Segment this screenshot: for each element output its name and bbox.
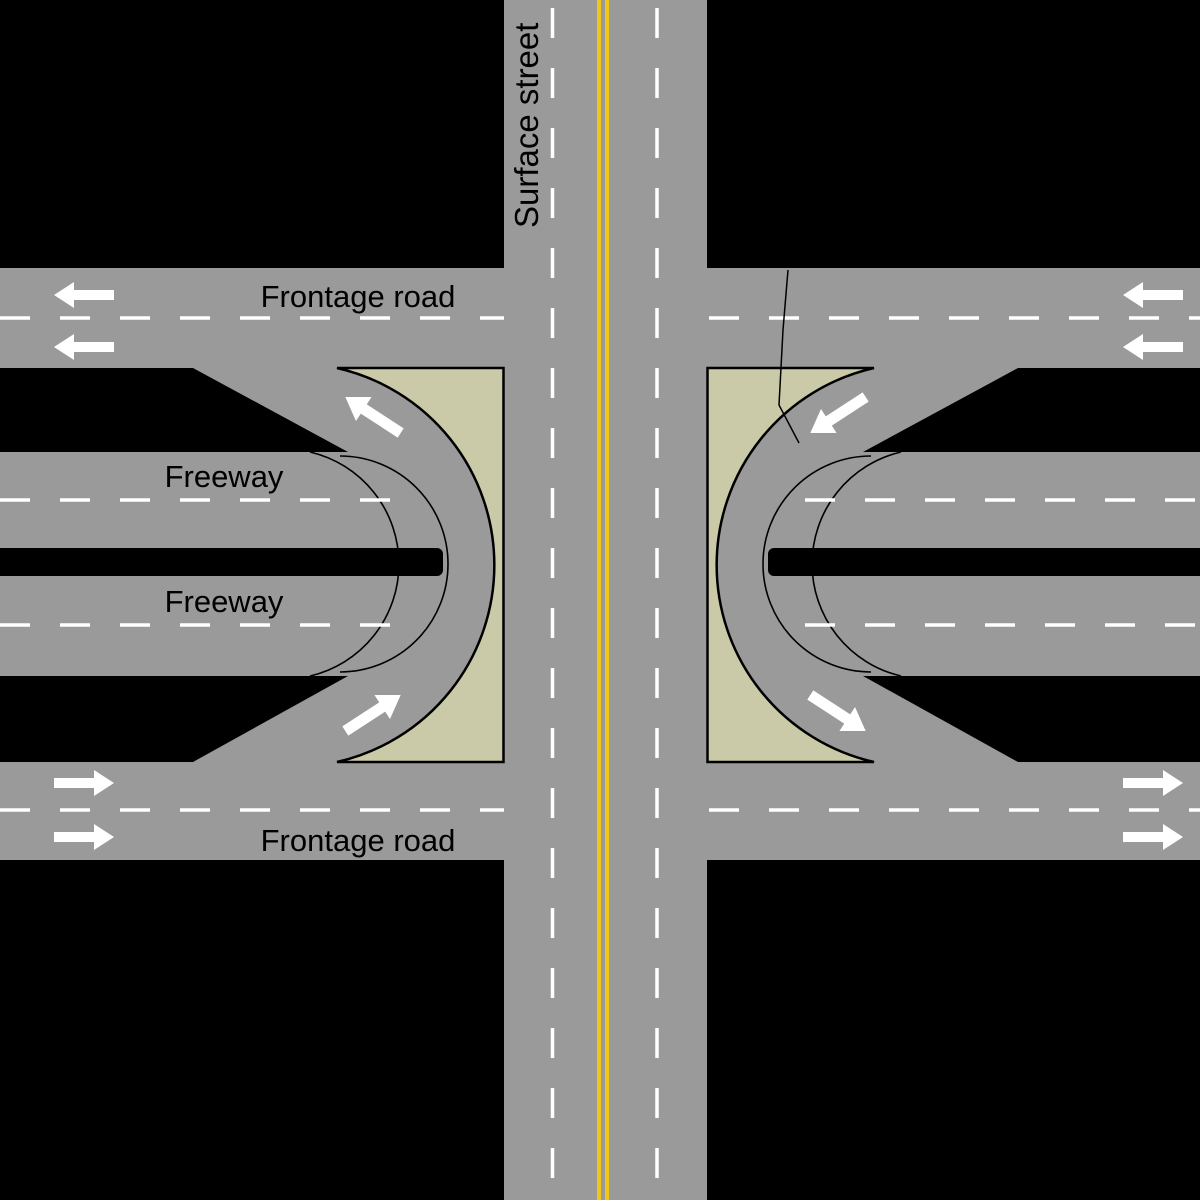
surface-street-label: Surface street	[508, 23, 545, 228]
gore-areas	[336, 366, 875, 764]
labels: Frontage road Frontage road Freeway Free…	[165, 23, 545, 858]
separators	[0, 368, 1200, 762]
freeway-top-label: Freeway	[165, 459, 284, 494]
gore-area-left	[336, 366, 505, 764]
freeway-stub-edge-left	[339, 455, 449, 673]
frontage-road-bottom-label: Frontage road	[261, 823, 456, 858]
median-right	[768, 548, 1200, 576]
median-left	[0, 548, 443, 576]
freeway-stub-edge-right	[762, 455, 872, 673]
separator-top-right	[863, 368, 1200, 452]
separator-bottom-right	[863, 676, 1200, 762]
annotation-leader-line	[778, 269, 800, 444]
separator-bottom-left	[0, 676, 348, 762]
ramp-edge-lines	[309, 451, 902, 677]
frontage-road-top-label: Frontage road	[261, 279, 456, 314]
ramp-inner-edge-left	[309, 451, 400, 677]
freeway-bottom-label: Freeway	[165, 584, 284, 619]
ramp-inner-edge-right	[811, 451, 902, 677]
separator-top-left	[0, 368, 348, 452]
lane-markings	[0, 8, 1200, 1200]
center-line	[597, 0, 609, 1200]
gore-area-right	[706, 366, 875, 764]
